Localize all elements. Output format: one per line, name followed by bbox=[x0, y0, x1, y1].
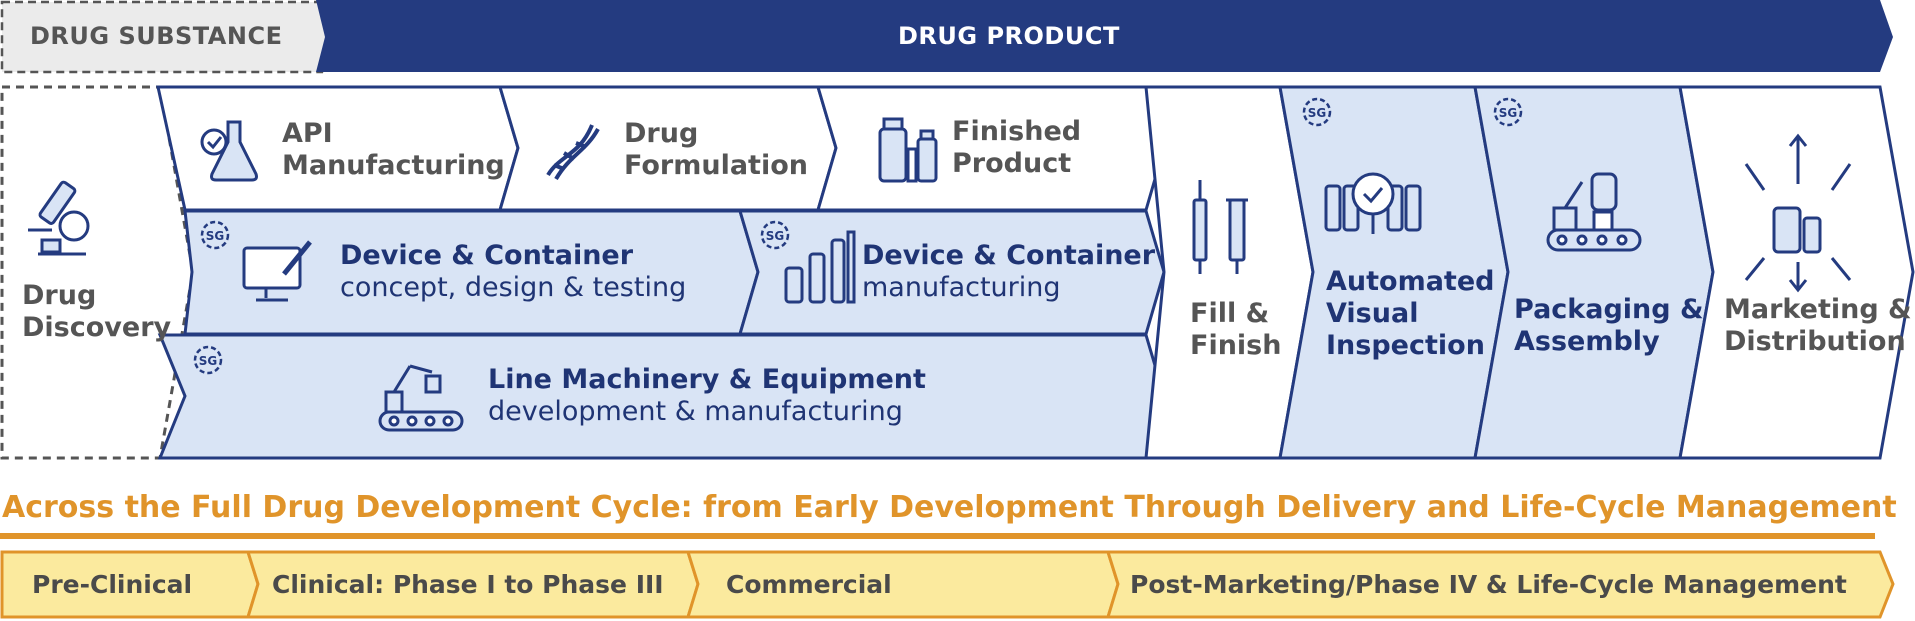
phase-label-clinical: Clinical: Phase I to Phase III bbox=[272, 570, 664, 599]
monitor-pen-icon bbox=[242, 240, 312, 302]
cycle-divider bbox=[0, 533, 1875, 539]
phase-label-post-marketing: Post-Marketing/Phase IV & Life-Cycle Man… bbox=[1130, 570, 1847, 599]
flask-icon bbox=[200, 120, 258, 182]
packaging-assembly-label: Packaging &Assembly bbox=[1514, 294, 1704, 357]
microscope-icon bbox=[28, 180, 90, 256]
automated-visual-inspection-label: Automated Visual Inspection bbox=[1326, 266, 1495, 361]
cycle-title: Across the Full Drug Development Cycle: … bbox=[2, 490, 1897, 525]
magnifier-vials-icon bbox=[1324, 172, 1422, 234]
marketing-distribution-label: Marketing &Distribution bbox=[1724, 294, 1912, 357]
drug-product-label: DRUG PRODUCT bbox=[898, 22, 1120, 50]
line-machinery-label: Line Machinery & Equipment development &… bbox=[488, 364, 926, 427]
phase-label-preclinical: Pre-Clinical bbox=[32, 570, 193, 599]
distribution-arrows-icon bbox=[1744, 133, 1852, 293]
fill-finish-stage bbox=[1144, 85, 1315, 460]
drug-product-banner bbox=[316, 0, 1893, 72]
fill-finish-label: Fill &Finish bbox=[1190, 298, 1282, 361]
vials-icon bbox=[878, 117, 938, 183]
containers-icon bbox=[784, 230, 856, 304]
device-container-design-label: Device & Container concept, design & tes… bbox=[340, 240, 687, 303]
device-container-mfg-label: Device & Container manufacturing bbox=[862, 240, 1156, 303]
robot-arm-conveyor-icon bbox=[378, 364, 464, 432]
phase-post-marketing bbox=[1105, 550, 1895, 619]
packaging-assembly-stage bbox=[1473, 85, 1715, 460]
drug-discovery-stage bbox=[0, 85, 195, 460]
drug-substance-banner bbox=[0, 0, 333, 74]
drug-substance-label: DRUG SUBSTANCE bbox=[30, 22, 283, 50]
robot-packaging-icon bbox=[1546, 172, 1642, 252]
dna-icon bbox=[546, 124, 600, 181]
phase-label-commercial: Commercial bbox=[726, 570, 892, 599]
syringes-icon bbox=[1192, 180, 1248, 274]
